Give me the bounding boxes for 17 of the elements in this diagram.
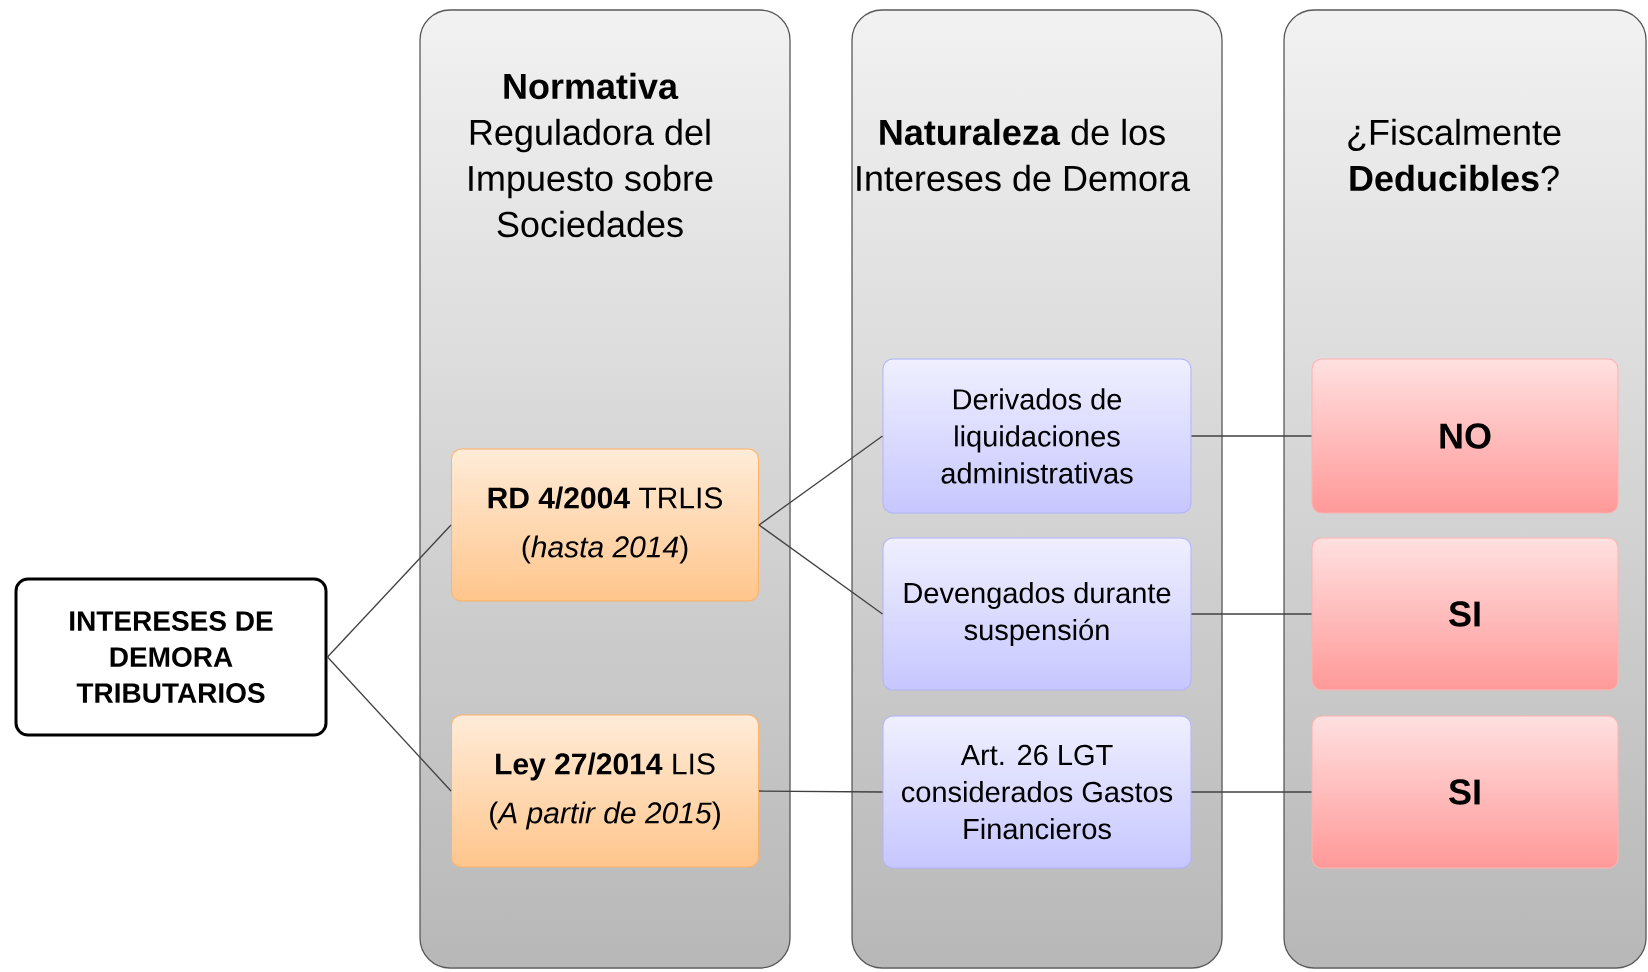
connector-line [1190,613,1313,615]
process-box: Art. 26 LGT considerados Gastos Financieros [882,715,1192,869]
connector-line [326,524,452,658]
answer-box: NO [1311,358,1619,514]
process-box: Ley 27/2014 LIS (A partir de 2015) [451,714,759,868]
connector-line [1190,791,1313,793]
answer-box: SI [1311,537,1619,691]
connector-line [758,435,884,526]
connector-line [758,790,884,793]
process-box: Devengados durante suspensión [882,537,1192,691]
connector-line [326,656,452,792]
connector-line [1190,435,1313,437]
answer-box: SI [1311,715,1619,869]
connector-line [758,524,884,615]
process-box: Derivados de liquidaciones administrativas [882,358,1192,514]
start-box: INTERESES DE DEMORA TRIBUTARIOS [14,577,328,737]
process-box: RD 4/2004 TRLIS (hasta 2014) [451,448,759,602]
